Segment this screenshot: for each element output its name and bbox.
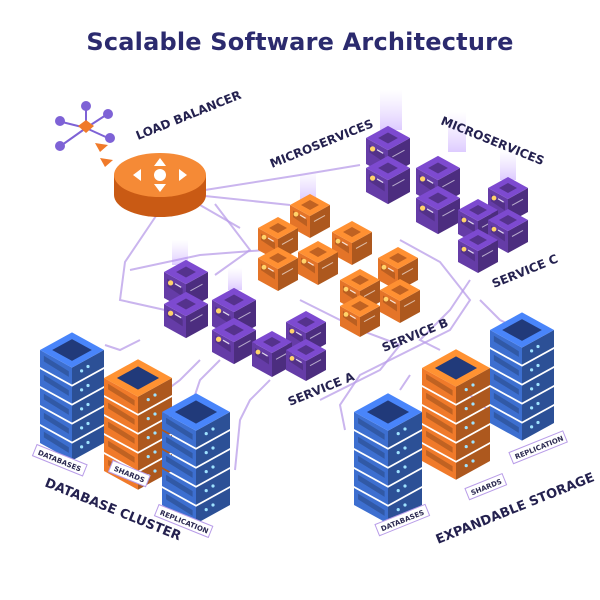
cube-service-c-2 bbox=[366, 155, 410, 205]
cube-service-b-5 bbox=[258, 247, 298, 291]
four-arrows-icon bbox=[133, 158, 187, 192]
rack-left-databases bbox=[40, 332, 104, 461]
service-cubes bbox=[164, 125, 528, 381]
cube-service-c-4 bbox=[416, 185, 460, 235]
glow-beams bbox=[172, 90, 516, 290]
rack-right-shards bbox=[422, 349, 490, 480]
cube-service-b-4 bbox=[298, 241, 338, 285]
label-load-balancer: LOAD BALANCER bbox=[134, 88, 243, 143]
load-balancer-device bbox=[114, 153, 206, 217]
rack-right-databases bbox=[354, 393, 422, 524]
cube-service-b-8 bbox=[380, 279, 420, 323]
label-expandable-storage: EXPANDABLE STORAGE bbox=[434, 470, 597, 547]
cube-service-a-7 bbox=[286, 339, 326, 381]
cube-service-b-9 bbox=[340, 295, 380, 337]
cube-service-a-6 bbox=[252, 331, 292, 377]
label-microservices-left: MICROSERVICES bbox=[268, 117, 375, 171]
cube-service-c-8 bbox=[458, 229, 498, 273]
cube-service-b-6 bbox=[378, 247, 418, 291]
rack-right-replication bbox=[490, 312, 554, 441]
server-racks bbox=[40, 312, 554, 524]
label-service-c: SERVICE C bbox=[490, 252, 560, 291]
page-title: Scalable Software Architecture bbox=[86, 28, 514, 56]
cube-service-a-4 bbox=[212, 317, 256, 365]
rack-left-replication bbox=[162, 393, 230, 524]
hub-arrows bbox=[95, 143, 113, 167]
cube-service-c-7 bbox=[488, 209, 528, 253]
cube-service-a-2 bbox=[164, 291, 208, 339]
network-hub-icon bbox=[55, 101, 115, 151]
tag-right-shards: SHARDS bbox=[464, 472, 508, 501]
